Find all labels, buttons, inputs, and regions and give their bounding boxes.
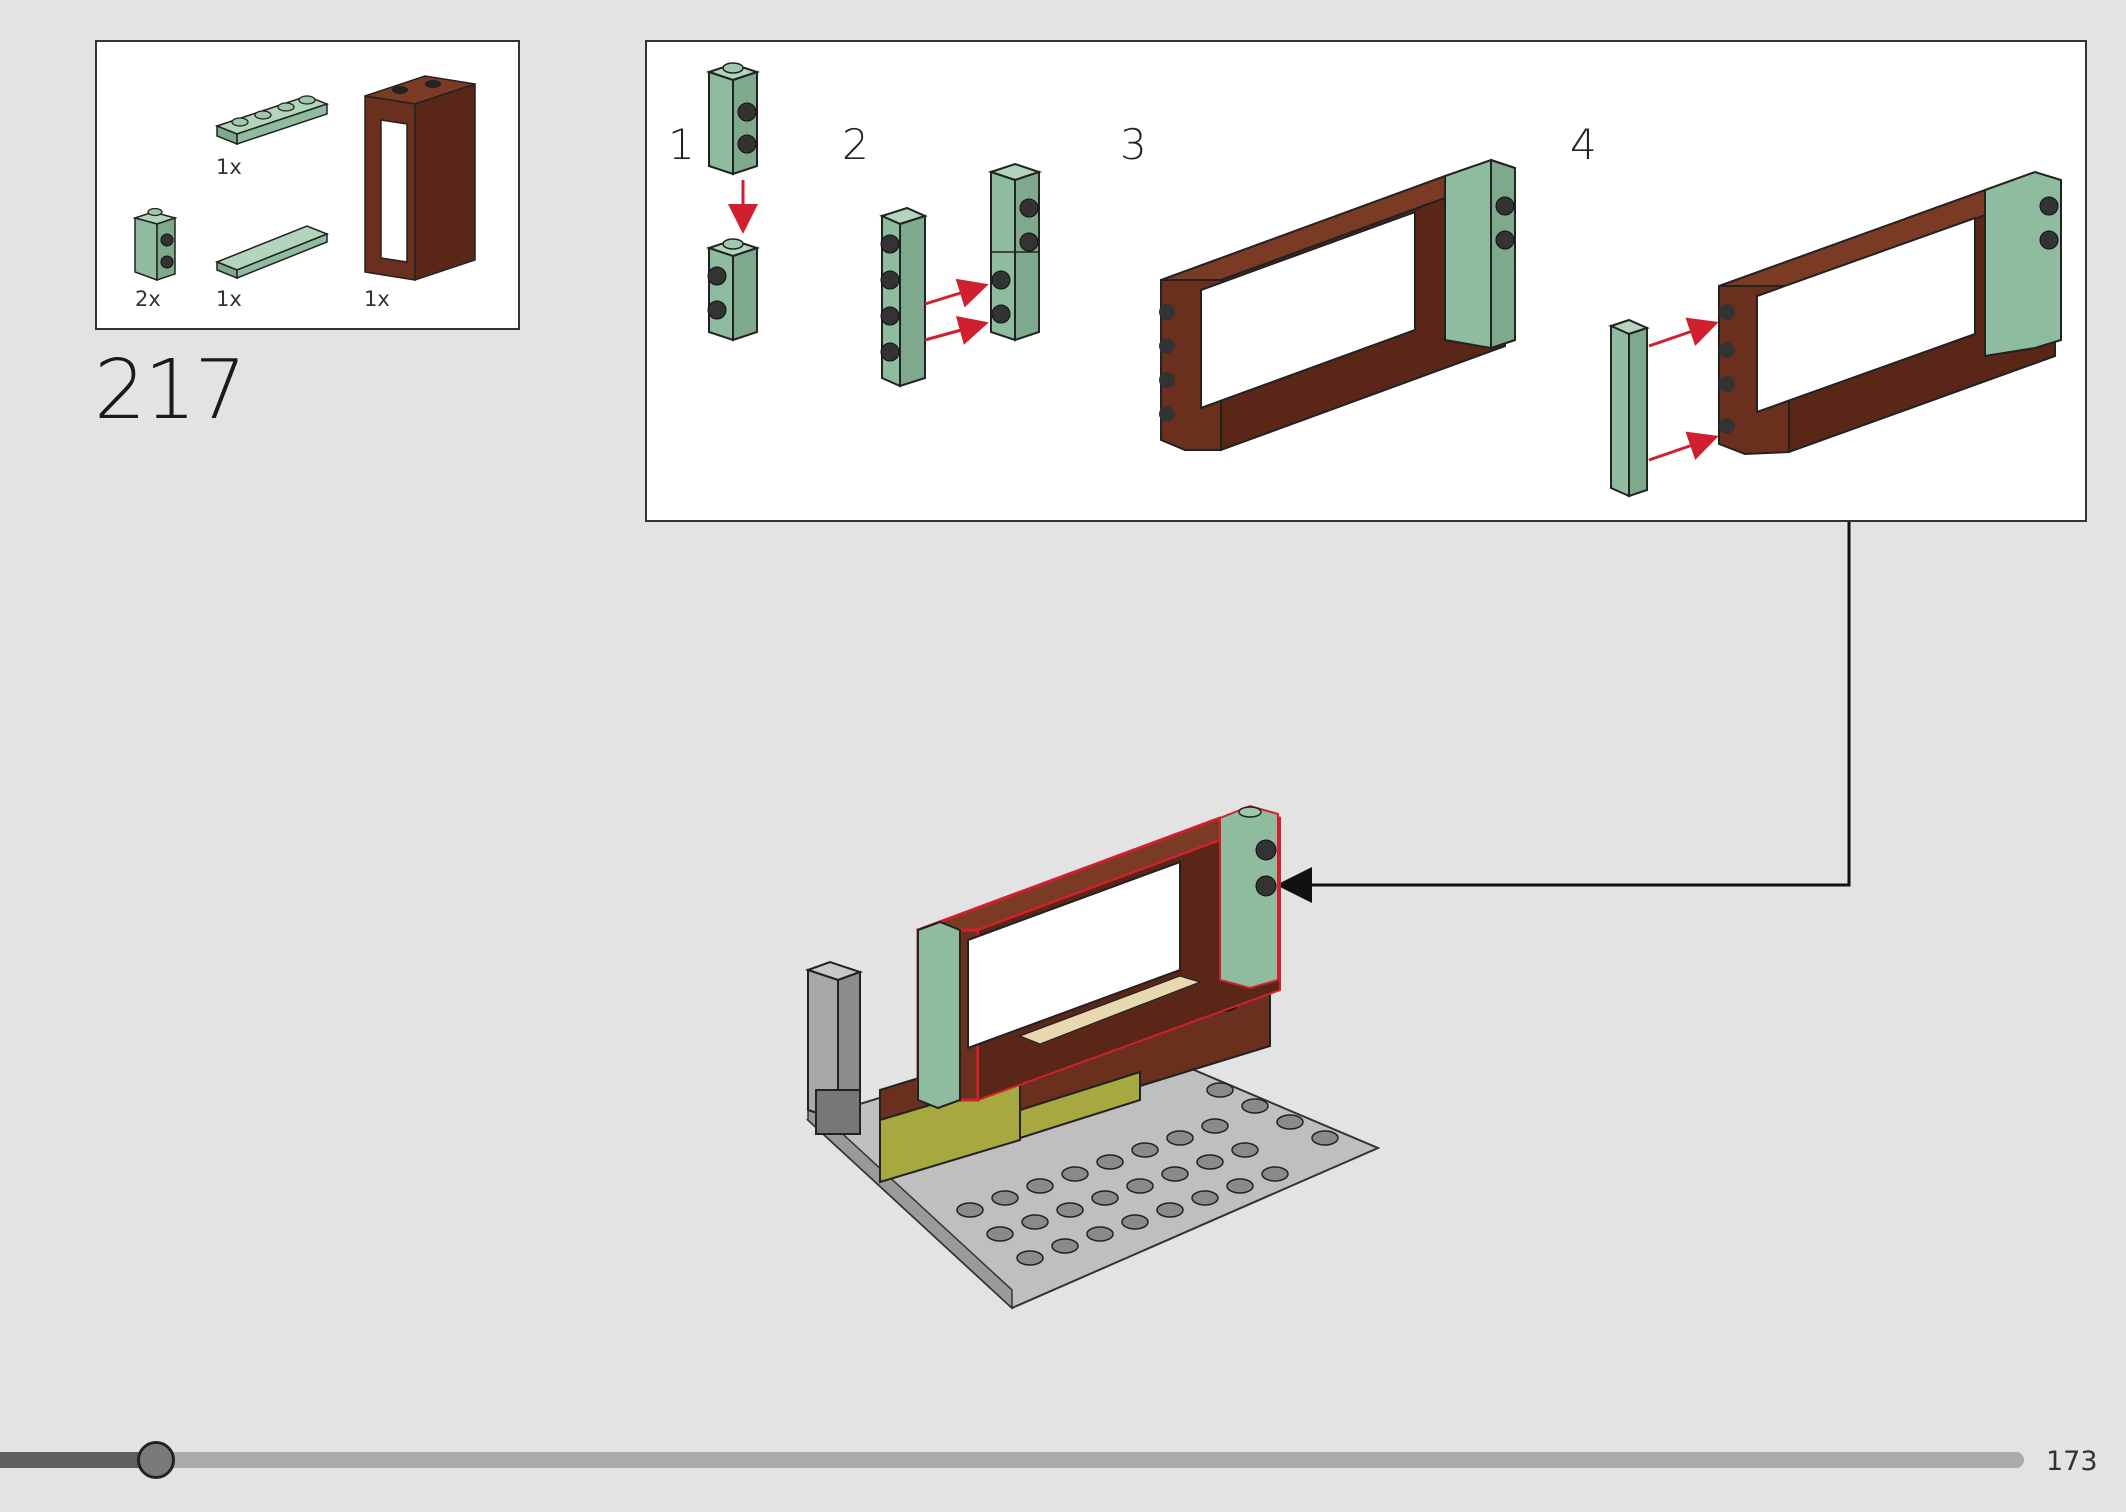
part-qty: 1x [364,287,390,311]
main-model-illustration [804,804,1381,1310]
substep-3-frame [1159,158,1516,452]
part-qty: 2x [135,287,161,311]
substep-1-bricks [705,62,761,342]
substep-4-frame [1608,170,2062,498]
plate-1x4-icon [214,95,330,146]
substep-2-bricks [879,162,1043,388]
progress-track [0,1452,2024,1468]
page-number: 173 [2046,1446,2098,1477]
substep-number: 2 [842,120,869,169]
part-qty: 1x [216,287,242,311]
subassembly-illustration [705,62,2062,498]
substep-number: 4 [1570,120,1597,169]
progress-fill [0,1452,156,1468]
tile-1x4-icon [214,225,330,280]
substep-number: 1 [668,120,695,169]
progress-knob[interactable] [137,1441,175,1479]
step-number: 217 [94,343,247,438]
part-qty: 1x [216,155,242,179]
brick-1x1-icon [132,207,178,282]
substep-number: 3 [1120,120,1147,169]
parts-illustration [132,75,476,282]
door-frame-icon [364,75,476,282]
